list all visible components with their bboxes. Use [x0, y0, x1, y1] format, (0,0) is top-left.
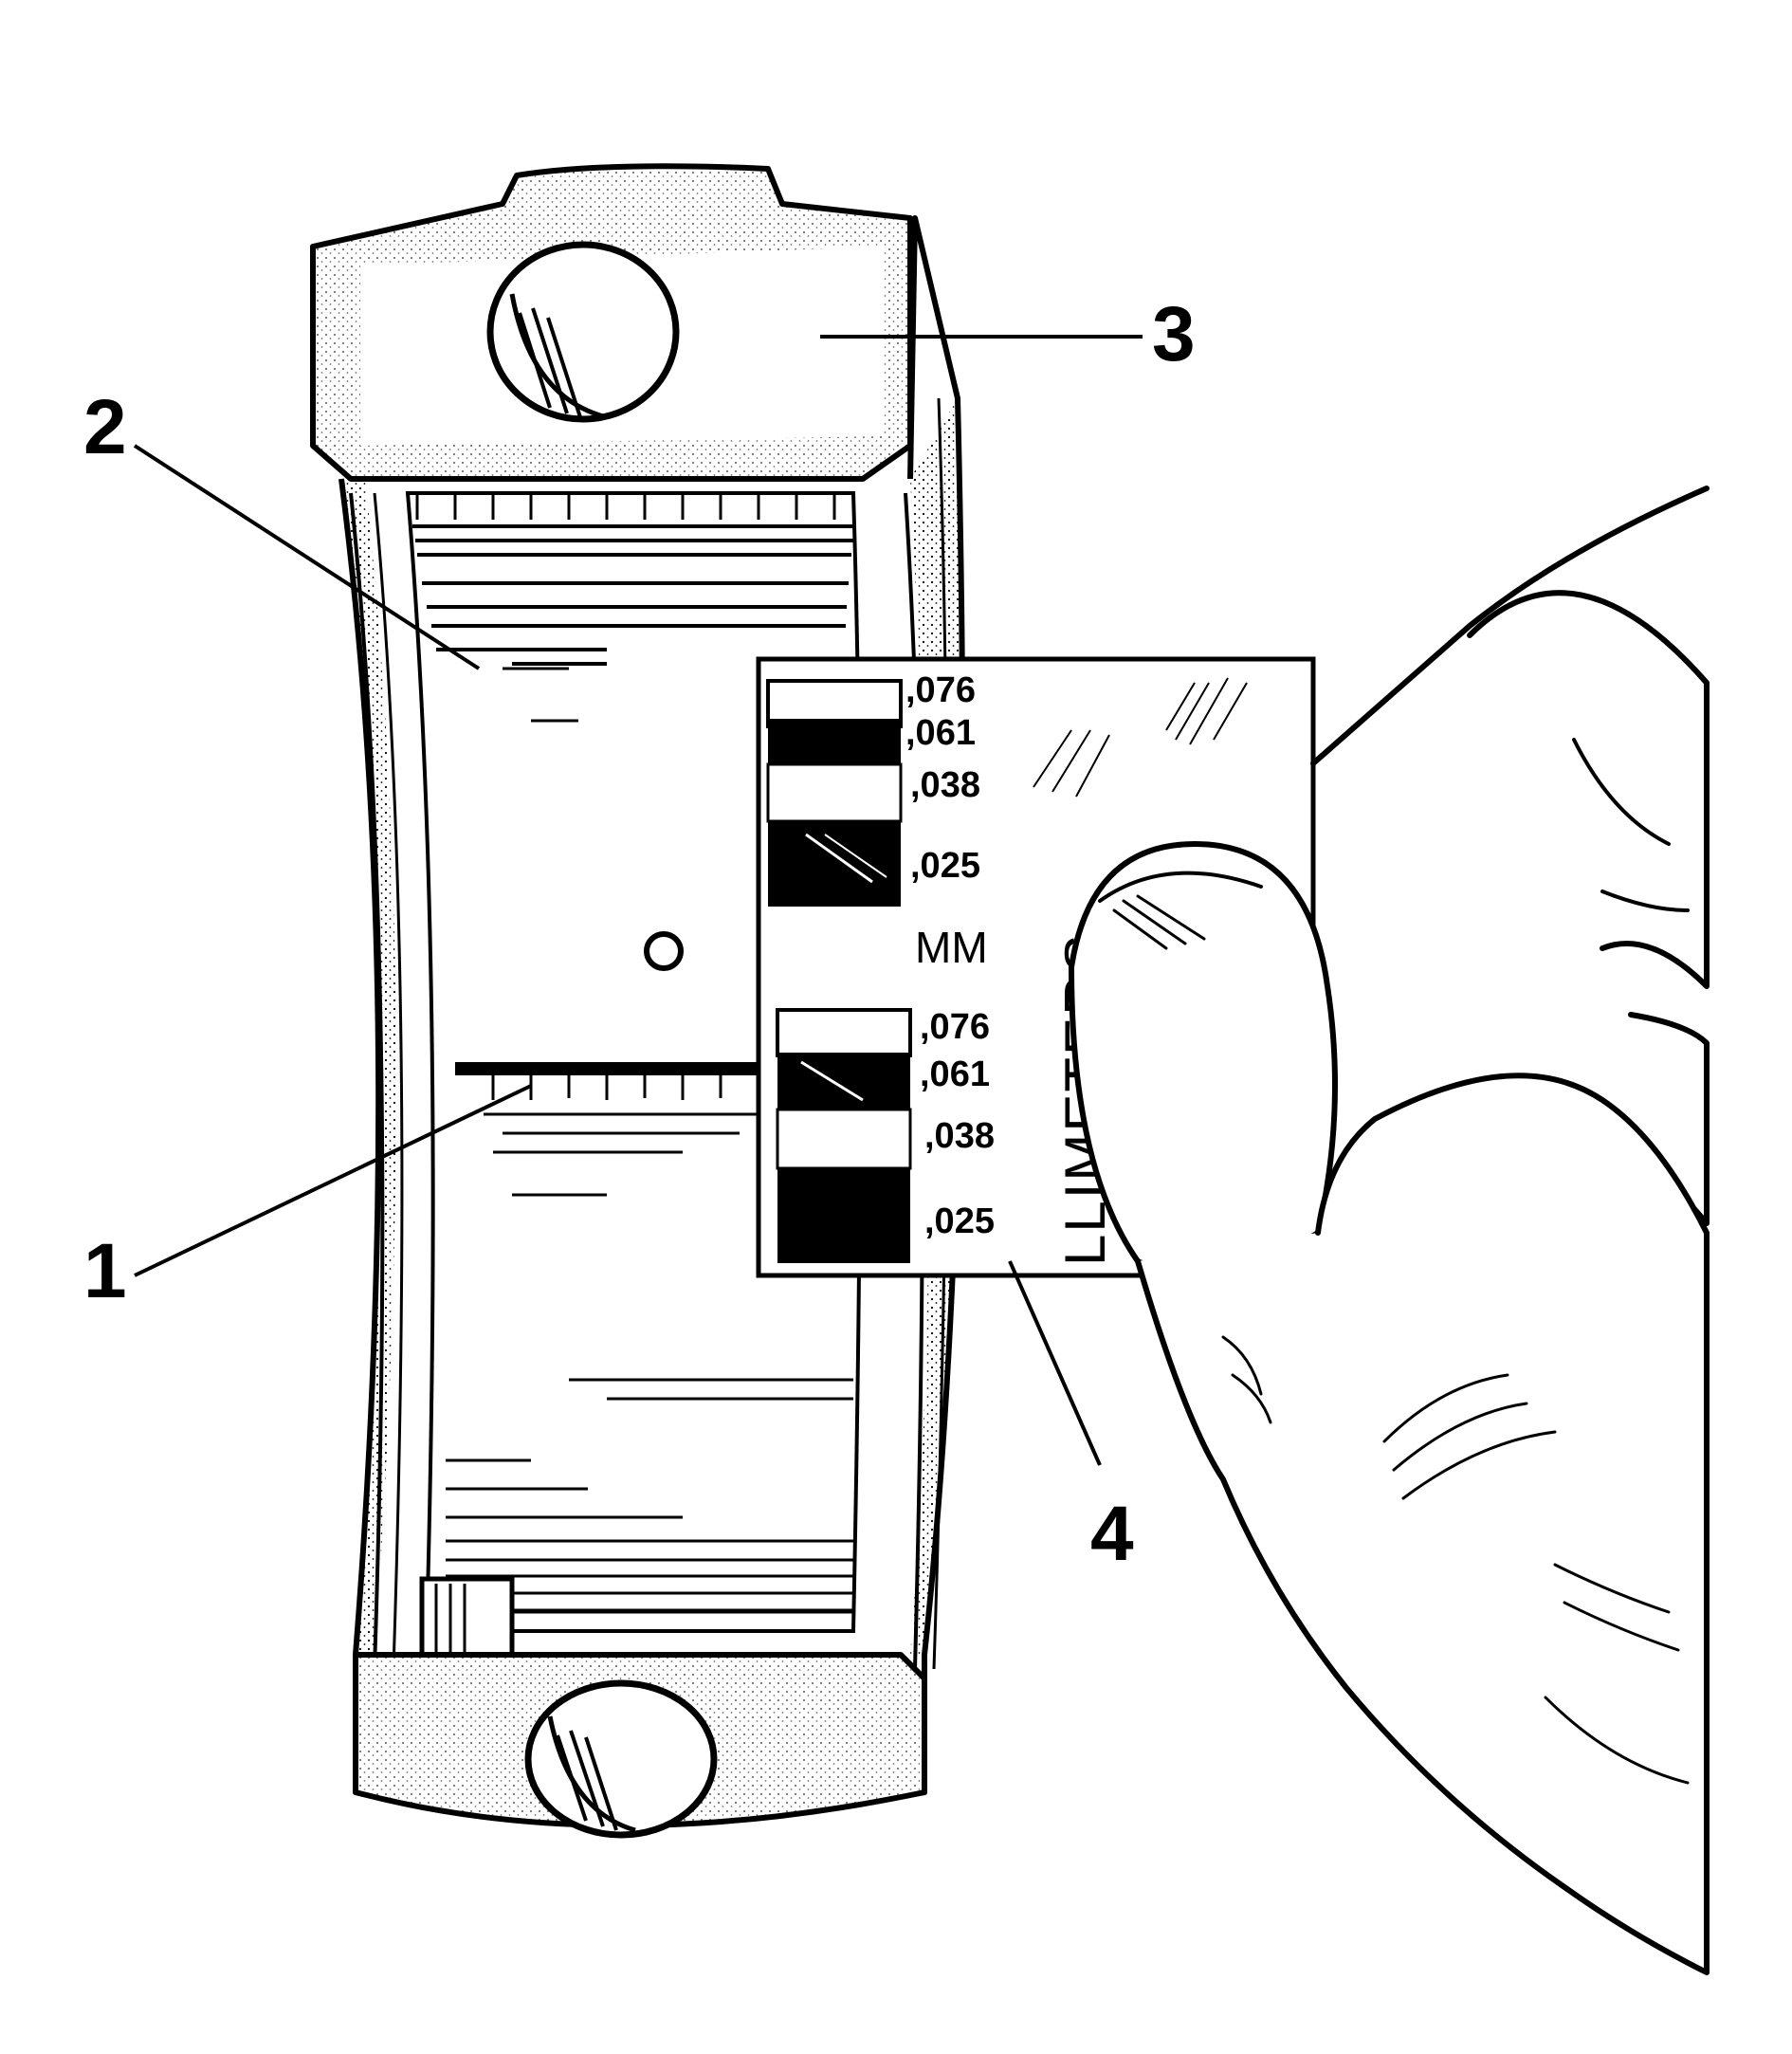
locating-tab	[419, 1576, 853, 1662]
leader-line-1	[134, 1084, 532, 1277]
lower-scale-061: ,061	[920, 1055, 990, 1094]
upper-bolt-hole	[486, 241, 680, 423]
upper-scale-038: ,038	[910, 765, 980, 805]
callout-1: 1	[83, 1228, 127, 1314]
oil-hole	[644, 931, 684, 971]
upper-scale-025: ,025	[910, 846, 980, 886]
leader-lines	[133, 335, 1143, 1466]
leader-line-4	[1008, 1260, 1102, 1466]
callout-4: 4	[1090, 1491, 1134, 1577]
callout-2: 2	[83, 384, 127, 470]
leader-line-2	[133, 444, 481, 670]
callout-3: 3	[1152, 291, 1196, 377]
lower-width-scale	[776, 1008, 912, 1263]
hand	[1069, 486, 1710, 1975]
lower-bolt-hole	[524, 1679, 718, 1839]
lower-scale-038: ,038	[924, 1116, 995, 1156]
lower-scale-025: ,025	[924, 1201, 995, 1241]
upper-scale-076: ,076	[905, 670, 976, 710]
scale-unit-mm: MM	[915, 923, 988, 972]
upper-width-scale	[766, 679, 903, 907]
upper-cap-boss	[310, 163, 913, 482]
lower-cap-boss	[353, 1652, 927, 1839]
lower-scale-076: ,076	[920, 1007, 990, 1047]
upper-scale-061: ,061	[905, 713, 976, 753]
